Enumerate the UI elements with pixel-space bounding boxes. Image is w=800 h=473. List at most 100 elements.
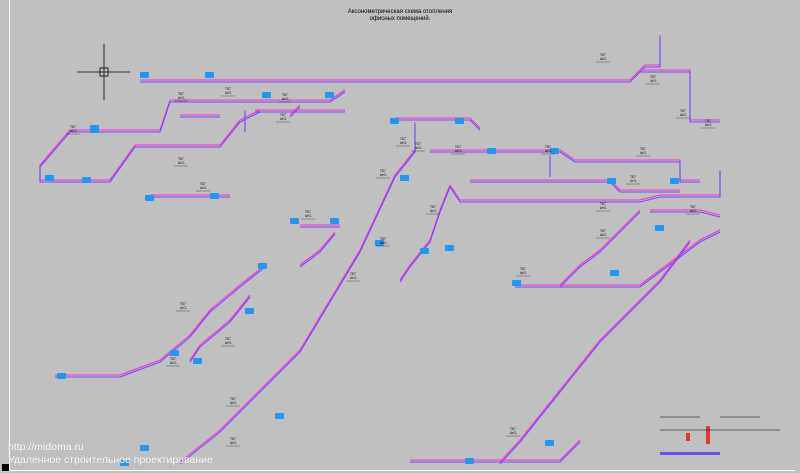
radiator bbox=[330, 218, 339, 224]
pipe-segment bbox=[559, 211, 641, 288]
heater-power-label: АтО- bbox=[200, 186, 207, 190]
pipe-segment bbox=[470, 181, 680, 193]
radiator bbox=[512, 280, 521, 286]
heater-label: ТБ7 bbox=[510, 427, 516, 431]
pipe-segment bbox=[55, 264, 266, 376]
radiator bbox=[420, 248, 429, 254]
pipe-segment bbox=[179, 122, 416, 463]
heater-label: ТБ7 bbox=[230, 437, 236, 441]
heater-label: ТБ7 bbox=[640, 147, 646, 151]
heater-label: ТБ7 bbox=[70, 125, 76, 129]
pipe-segment bbox=[39, 99, 261, 181]
radiator bbox=[140, 445, 149, 451]
radiator bbox=[550, 148, 559, 154]
pipe-segment bbox=[650, 209, 721, 216]
pipe-segment bbox=[430, 149, 700, 181]
heater-power-label: АтО- bbox=[455, 149, 462, 153]
pipe-segment bbox=[499, 241, 691, 465]
pipe-network bbox=[39, 35, 721, 465]
heater-label: ТБ7 bbox=[225, 87, 231, 91]
heater-power-label: АтО- bbox=[680, 113, 687, 117]
heater-label: ТБ7 bbox=[600, 202, 606, 206]
radiator bbox=[205, 72, 214, 78]
radiator bbox=[465, 458, 474, 464]
radiator bbox=[120, 460, 129, 466]
pipe-segment bbox=[140, 37, 661, 83]
radiator bbox=[487, 148, 496, 154]
radiator bbox=[45, 175, 54, 181]
pipe-segment bbox=[449, 184, 640, 201]
pipe-segment bbox=[650, 211, 721, 218]
heater-label: ТБ7 bbox=[230, 397, 236, 401]
heater-power-label: АтО- bbox=[225, 341, 232, 345]
heater-power-label: АтО- bbox=[640, 151, 647, 155]
radiator bbox=[275, 413, 284, 419]
radiator bbox=[258, 263, 267, 269]
corner-marker bbox=[2, 464, 9, 471]
radiator-group bbox=[45, 72, 679, 466]
radiator bbox=[610, 270, 619, 276]
heater-power-label: АтО- bbox=[415, 146, 422, 150]
heater-label: ТБ7 bbox=[520, 267, 526, 271]
pipe-segment bbox=[410, 441, 581, 463]
pipe-segment bbox=[559, 209, 641, 286]
heater-label: ТБ7 bbox=[180, 302, 186, 306]
watermark-text: Удаленное строительное проектирование bbox=[8, 454, 213, 466]
crosshair-cursor bbox=[77, 44, 130, 100]
heater-label: ТБ7 bbox=[282, 93, 288, 97]
boiler-node bbox=[660, 416, 780, 455]
drawing-title-line2: офисных помещений. bbox=[369, 16, 431, 22]
radiator bbox=[390, 118, 399, 124]
radiator bbox=[170, 350, 179, 356]
heater-label: ТБ7 bbox=[305, 210, 311, 214]
radiator bbox=[145, 195, 154, 201]
heater-power-label: АтО- bbox=[600, 57, 607, 61]
pipe-segment bbox=[289, 104, 301, 116]
radiator bbox=[607, 178, 616, 184]
radiator bbox=[545, 440, 554, 446]
heater-label: ТБ7 bbox=[200, 182, 206, 186]
radiator bbox=[325, 92, 334, 98]
heater-label: ТБ7 bbox=[545, 145, 551, 149]
heater-power-label: АтО- bbox=[305, 214, 312, 218]
radiator bbox=[57, 373, 66, 379]
heater-power-label: АтО- bbox=[520, 271, 527, 275]
heater-label: ТБ7 bbox=[178, 92, 184, 96]
heater-power-label: АтО- bbox=[170, 361, 177, 365]
heater-label: ТБ7 bbox=[170, 357, 176, 361]
heater-label: ТБ7 bbox=[680, 109, 686, 113]
pipe-segment bbox=[170, 89, 346, 101]
heater-label: ТБ7 bbox=[650, 75, 656, 79]
heater-power-label: АтО- bbox=[600, 206, 607, 210]
heater-power-label: АтО- bbox=[510, 431, 517, 435]
heater-label: ТБ7 bbox=[380, 237, 386, 241]
heater-label: ТБ7 bbox=[380, 169, 386, 173]
heater-power-label: АтО- bbox=[180, 306, 187, 310]
pipe-segment bbox=[140, 35, 661, 81]
heater-power-label: АтО- bbox=[280, 117, 287, 121]
pipe-segment bbox=[299, 231, 336, 266]
heater-power-label: АтО- bbox=[430, 209, 437, 213]
radiator bbox=[210, 193, 219, 199]
radiator bbox=[290, 218, 299, 224]
heater-label: ТБ7 bbox=[415, 142, 421, 146]
radiator bbox=[455, 118, 464, 124]
pipe-segment bbox=[395, 119, 481, 131]
heater-label: ТБ7 bbox=[400, 137, 406, 141]
pipe-segment bbox=[399, 184, 451, 281]
heater-power-label: АтО- bbox=[380, 241, 387, 245]
pipe-segment bbox=[289, 106, 301, 118]
heater-power-label: АтО- bbox=[705, 123, 712, 127]
radiator bbox=[670, 178, 679, 184]
pipe-segment bbox=[299, 233, 336, 268]
pipe-segment bbox=[449, 186, 640, 203]
heater-power-label: АтО- bbox=[630, 179, 637, 183]
pipe-segment bbox=[399, 186, 451, 283]
pipe-segment bbox=[189, 296, 251, 363]
watermark-url[interactable]: http://midoma.ru bbox=[8, 441, 84, 453]
heater-power-label: АтО- bbox=[380, 173, 387, 177]
pipe-segment bbox=[430, 151, 700, 183]
pipe-segment bbox=[470, 179, 680, 191]
